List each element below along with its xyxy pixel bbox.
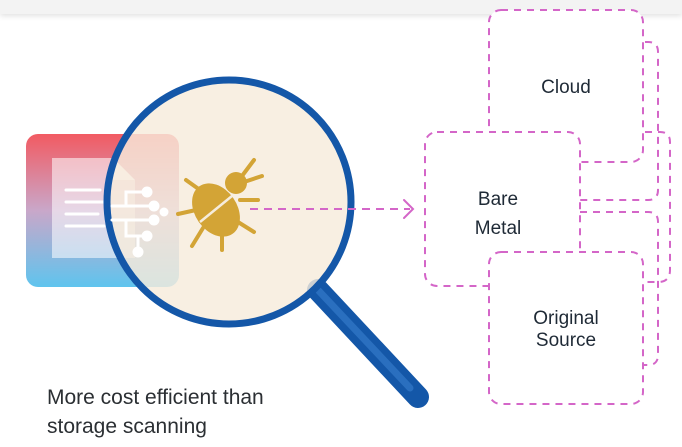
node-bare-metal-label-2: Metal (475, 218, 521, 239)
circuit-lines (110, 186, 169, 258)
node-cloud-label: Cloud (541, 77, 591, 98)
magnifying-glass-icon (103, 76, 429, 408)
node-bare-metal-label-1: Bare (478, 189, 518, 210)
caption-line-2: storage scanning (47, 415, 207, 438)
environment-boxes (424, 9, 671, 405)
bug-icon (176, 158, 264, 252)
arrow-right-icon (250, 199, 415, 219)
caption: More cost efficient than storage scannin… (47, 383, 377, 441)
node-original-source-label-2: Source (536, 330, 596, 351)
node-original-source-label-1: Original (533, 308, 598, 329)
caption-line-1: More cost efficient than (47, 386, 264, 409)
